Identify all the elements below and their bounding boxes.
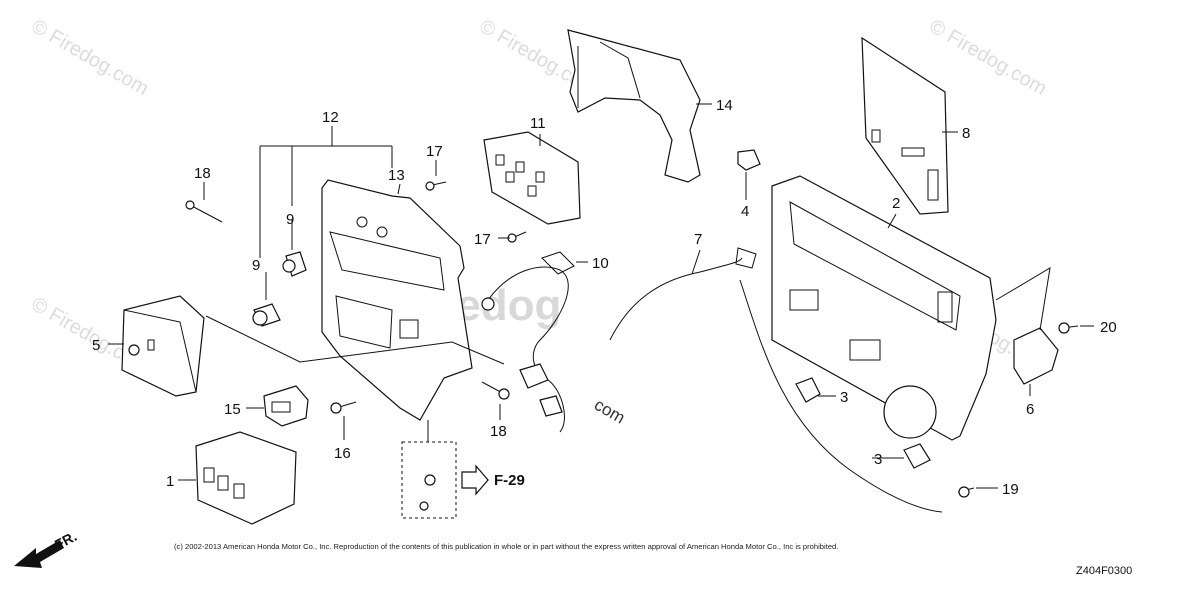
part-2-controller: [771, 175, 997, 441]
diagram-code: Z404F0300: [1076, 565, 1132, 577]
watermark-top-right: © Firedog.com: [926, 15, 1051, 100]
callout-18-center: 18: [490, 423, 507, 440]
callout-9-upper: 9: [286, 211, 294, 228]
callout-20: 20: [1100, 319, 1117, 336]
callout-10: 10: [592, 255, 609, 272]
callout-18-left: 18: [194, 165, 211, 182]
watermark-top-left: © Firedog.com: [28, 15, 153, 100]
bolts: [185, 181, 1079, 498]
callout-13: 13: [388, 167, 405, 184]
part-6-diode: [1013, 327, 1059, 385]
callout-3-lower: 3: [874, 451, 882, 468]
callout-12: 12: [322, 109, 339, 126]
callout-9-lower: 9: [252, 257, 260, 274]
callout-19: 19: [1002, 481, 1019, 498]
callout-6: 6: [1026, 401, 1034, 418]
leader-lines: [108, 103, 1094, 489]
callout-16: 16: [334, 445, 351, 462]
callout-11: 11: [530, 115, 546, 132]
part-5-receptacle: [121, 295, 205, 397]
callout-labels: 1 2 3 3 4 5 6 7 8 9 9 10 11 12 13 14 15 …: [92, 97, 1117, 498]
part-13-panel: [321, 179, 473, 421]
callout-17-upper: 17: [426, 143, 443, 160]
callout-4: 4: [741, 203, 749, 220]
part-7-10-harness: [481, 247, 943, 513]
part-11-socket: [483, 131, 581, 225]
part-3-bushings: [795, 377, 931, 469]
figure-reference-label: F-29: [494, 472, 525, 489]
part-9-fuse-holders: [252, 251, 307, 327]
callout-7: 7: [694, 231, 702, 248]
part-1-outlet: [195, 431, 297, 525]
part-15-switch: [263, 385, 309, 427]
callout-3-upper: 3: [840, 389, 848, 406]
part-4-grommet: [737, 149, 761, 171]
part-8-sheet: [861, 36, 949, 215]
ground-assembly-box: [401, 441, 457, 519]
callout-2: 2: [892, 195, 900, 212]
callout-1: 1: [166, 473, 174, 490]
watermark-center-suffix: com: [591, 395, 628, 428]
figure-ref-arrow: F-29: [461, 464, 525, 496]
callout-5: 5: [92, 337, 100, 354]
callout-14: 14: [716, 97, 733, 114]
callout-15: 15: [224, 401, 241, 418]
part-14-cover: [567, 29, 701, 183]
front-direction-indicator: FR.: [14, 528, 79, 568]
callout-17-lower: 17: [474, 231, 491, 248]
copyright-notice: (c) 2002-2013 American Honda Motor Co., …: [174, 542, 838, 551]
callout-8: 8: [962, 125, 970, 142]
